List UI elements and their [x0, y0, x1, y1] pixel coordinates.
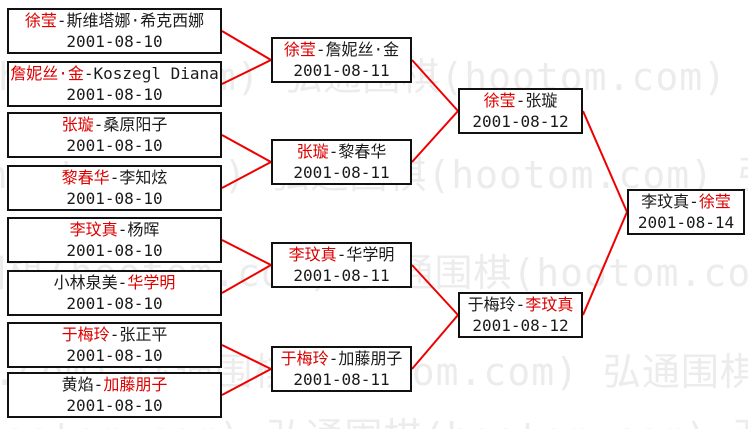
match-box-r2-2: 张璇-黎春华 2001-08-11	[271, 139, 412, 185]
match-date: 2001-08-11	[293, 266, 390, 285]
match-box-r1-6: 小林泉美-华学明 2001-08-10	[7, 270, 222, 316]
winner-name: 黎春华	[61, 168, 110, 187]
match-date: 2001-08-12	[472, 112, 569, 131]
match-date: 2001-08-10	[66, 294, 163, 313]
winner-name: 徐莹	[483, 91, 516, 110]
player-name: 小林泉美-	[53, 273, 128, 292]
match-date: 2001-08-11	[293, 370, 390, 389]
winner-name: 徐莹	[283, 40, 316, 59]
player-name: -张璇	[515, 91, 558, 110]
connector-line	[411, 59, 459, 112]
player-name: -桑原阳子	[93, 115, 168, 134]
winner-name: 于梅玲	[61, 325, 110, 344]
match-box-r2-1: 徐莹-詹妮丝·金 2001-08-11	[271, 37, 412, 83]
winner-name: 李玟真	[525, 295, 574, 314]
winner-name: 李玟真	[69, 220, 118, 239]
connector-line	[221, 344, 272, 370]
player-name: -张正平	[109, 325, 168, 344]
match-players: 于梅玲-李玟真	[468, 294, 574, 315]
match-players: 李玟真-徐莹	[641, 191, 731, 212]
match-players: 李玟真-杨晖	[70, 219, 160, 240]
match-date: 2001-08-10	[66, 396, 163, 415]
connector-line	[582, 110, 628, 213]
match-date: 2001-08-11	[293, 163, 390, 182]
match-players: 张璇-黎春华	[297, 141, 387, 162]
winner-name: 詹妮丝·金	[10, 64, 84, 83]
player-name: -加藤朋子	[328, 349, 403, 368]
connector-line	[411, 314, 459, 370]
winner-name: 徐莹	[24, 11, 57, 30]
match-players: 于梅玲-加藤朋子	[281, 348, 403, 369]
winner-name: 加藤朋子	[103, 375, 168, 394]
match-date: 2001-08-14	[637, 213, 735, 232]
player-name: 黄焰-	[61, 375, 104, 394]
winner-name: 李玟真	[288, 245, 337, 264]
match-box-semifinal-1: 徐莹-张璇 2001-08-12	[458, 88, 583, 134]
match-players: 徐莹-斯维塔娜·希克西娜	[25, 10, 204, 31]
match-players: 詹妮丝·金-Koszegl Diana	[10, 63, 219, 84]
match-date: 2001-08-10	[66, 346, 163, 365]
connector-line	[221, 368, 272, 396]
match-players: 张璇-桑原阳子	[62, 114, 168, 135]
match-box-semifinal-2: 于梅玲-李玟真 2001-08-12	[458, 292, 583, 338]
match-box-r1-8: 黄焰-加藤朋子 2001-08-10	[7, 372, 222, 418]
match-players: 徐莹-张璇	[484, 90, 558, 111]
match-date: 2001-08-10	[66, 136, 163, 155]
connector-line	[582, 211, 628, 316]
match-box-r1-7: 于梅玲-张正平 2001-08-10	[7, 322, 222, 368]
match-date: 2001-08-10	[66, 32, 163, 51]
match-players: 徐莹-詹妮丝·金	[284, 39, 399, 60]
player-name: -黎春华	[328, 142, 387, 161]
connector-line	[411, 110, 459, 163]
match-date: 2001-08-10	[66, 241, 163, 260]
connector-line	[221, 134, 272, 163]
match-date: 2001-08-12	[472, 316, 569, 335]
player-name: -李知炫	[109, 168, 168, 187]
connector-line	[221, 264, 272, 294]
player-name: -华学明	[336, 245, 395, 264]
match-players: 于梅玲-张正平	[62, 324, 168, 345]
watermark-text: 弘通围棋(hootom.com) 弘通围棋(hootom.com) 弘通围棋(h…	[0, 406, 748, 429]
connector-line	[221, 161, 272, 189]
player-name: -Koszegl Diana	[83, 64, 219, 83]
match-players: 小林泉美-华学明	[54, 272, 176, 293]
match-box-r1-3: 张璇-桑原阳子 2001-08-10	[7, 112, 222, 158]
player-name: -杨晖	[117, 220, 160, 239]
player-name: 于梅玲-	[467, 295, 526, 314]
match-box-r1-5: 李玟真-杨晖 2001-08-10	[7, 217, 222, 263]
player-name: -詹妮丝·金	[315, 40, 400, 59]
match-date: 2001-08-10	[66, 189, 163, 208]
player-name: 李玟真-	[641, 192, 699, 211]
match-box-final: 李玟真-徐莹 2001-08-14	[627, 189, 745, 235]
player-name: -斯维塔娜·希克西娜	[56, 11, 205, 30]
connector-line	[221, 59, 272, 85]
connector-line	[221, 30, 272, 61]
match-date: 2001-08-11	[293, 61, 390, 80]
match-box-r2-4: 于梅玲-加藤朋子 2001-08-11	[271, 346, 412, 392]
winner-name: 华学明	[127, 273, 176, 292]
winner-name: 张璇	[61, 115, 94, 134]
winner-name: 张璇	[296, 142, 329, 161]
match-players: 黄焰-加藤朋子	[62, 374, 168, 395]
match-date: 2001-08-10	[66, 85, 163, 104]
match-box-r1-1: 徐莹-斯维塔娜·希克西娜 2001-08-10	[7, 8, 222, 54]
match-box-r1-4: 黎春华-李知炫 2001-08-10	[7, 165, 222, 211]
connector-line	[221, 239, 272, 266]
winner-name: 徐莹	[698, 192, 731, 211]
match-players: 黎春华-李知炫	[62, 167, 168, 188]
match-players: 李玟真-华学明	[289, 244, 395, 265]
match-box-r1-2: 詹妮丝·金-Koszegl Diana 2001-08-10	[7, 61, 222, 107]
match-box-r2-3: 李玟真-华学明 2001-08-11	[271, 242, 412, 288]
connector-line	[411, 264, 459, 316]
winner-name: 于梅玲	[280, 349, 329, 368]
